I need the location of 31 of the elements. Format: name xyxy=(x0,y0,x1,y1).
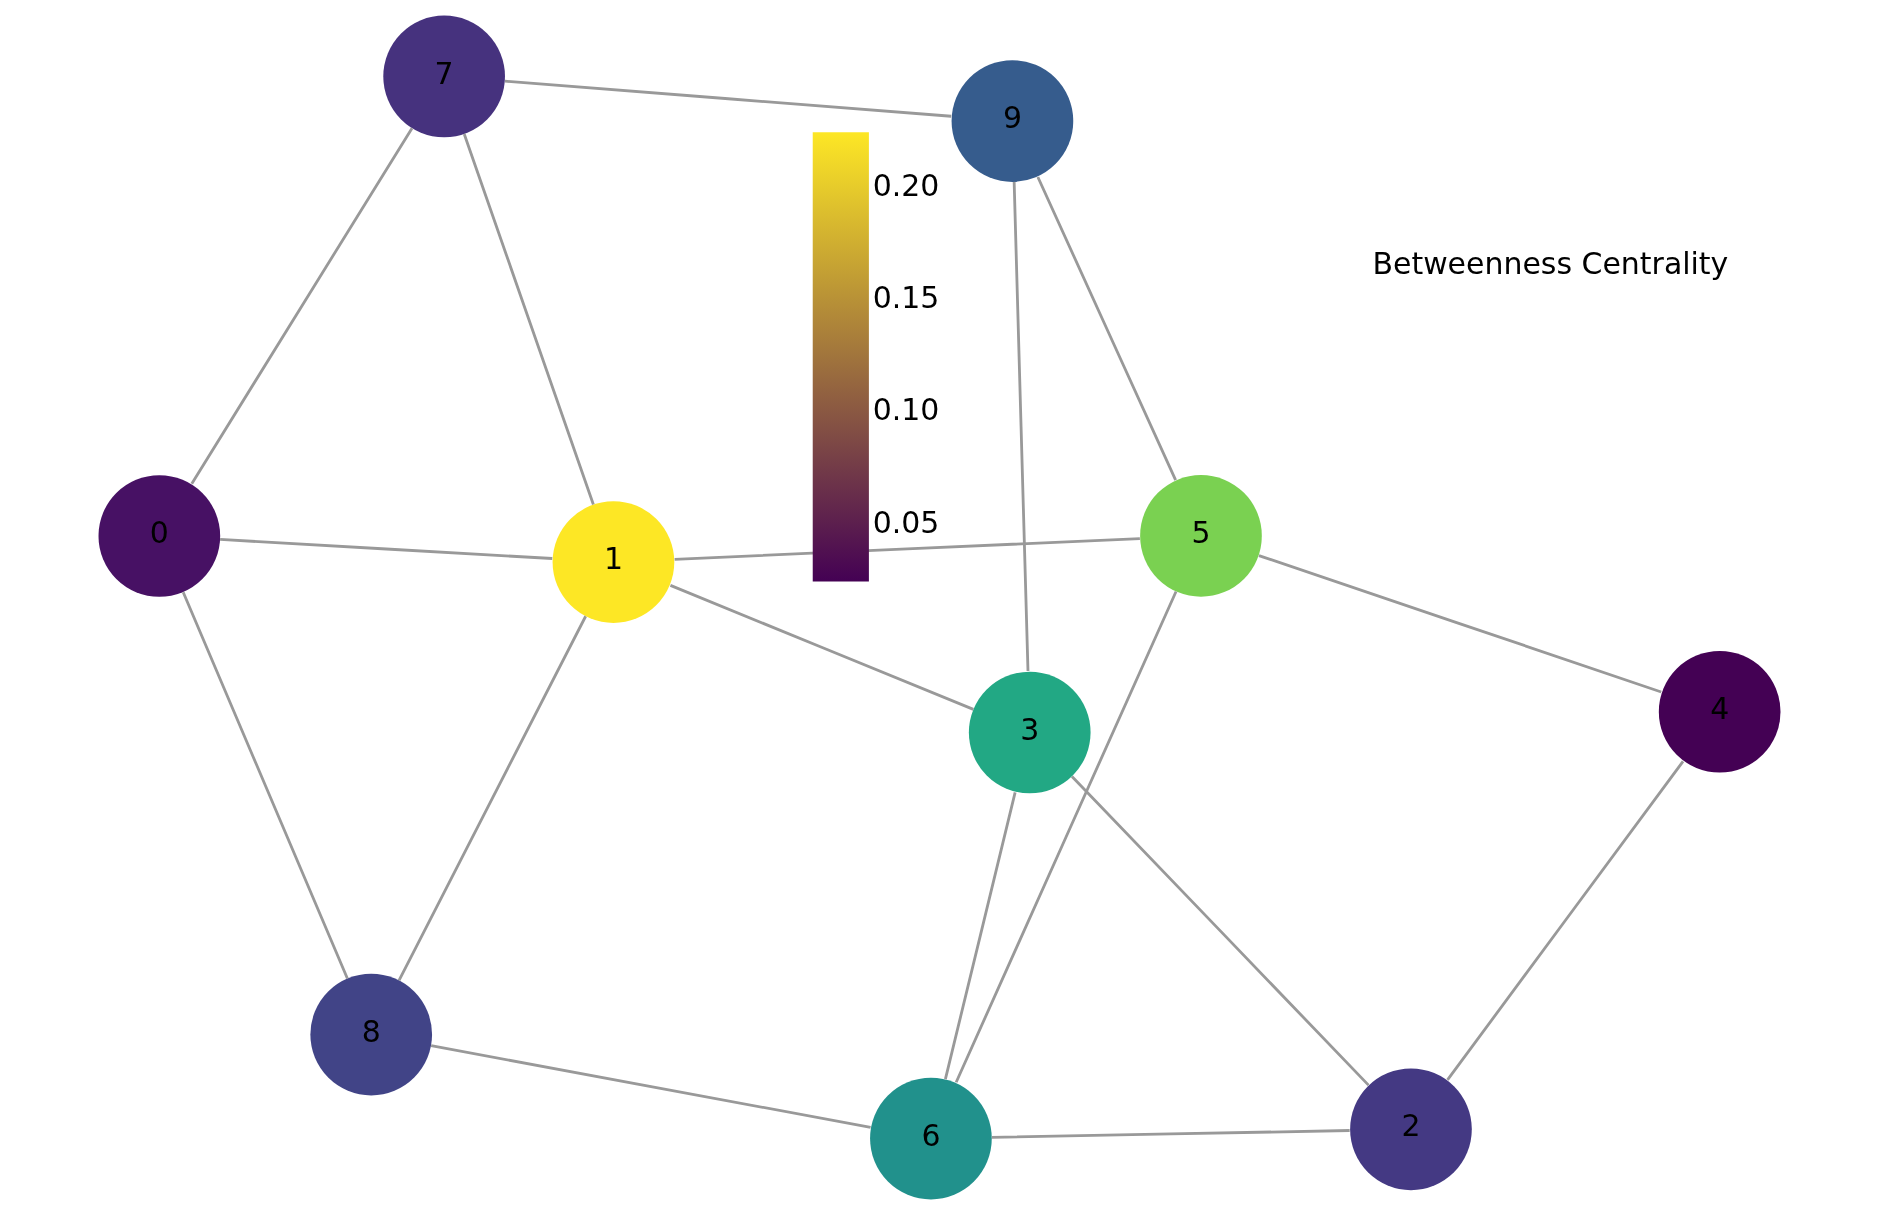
label: 0.20 xyxy=(872,167,940,203)
node-circle: 4 xyxy=(1658,650,1781,773)
connector xyxy=(220,538,553,560)
node-circle: 3 xyxy=(968,671,1091,794)
connector xyxy=(954,590,1178,1083)
connector xyxy=(991,1129,1350,1139)
connector xyxy=(1446,760,1685,1081)
node-circle: 8 xyxy=(310,973,433,1096)
connector xyxy=(1036,176,1177,481)
connector xyxy=(1070,775,1370,1087)
connector xyxy=(944,792,1017,1080)
node-circle: 6 xyxy=(870,1077,992,1200)
node-circle: 2 xyxy=(1350,1068,1472,1191)
label: Betweenness Centrality xyxy=(1372,246,1729,282)
connector xyxy=(462,133,595,505)
connector xyxy=(181,591,349,980)
connector xyxy=(504,79,952,118)
node-circle: 9 xyxy=(951,60,1074,182)
node-circle: 1 xyxy=(552,501,675,623)
connector xyxy=(190,127,414,485)
connector xyxy=(430,1044,871,1129)
connector xyxy=(669,584,974,711)
node-circle: 5 xyxy=(1140,475,1262,597)
node-circle: 0 xyxy=(98,475,221,597)
connector xyxy=(397,615,587,981)
label: 0.15 xyxy=(872,279,940,315)
connector xyxy=(1258,554,1662,694)
label: 0.10 xyxy=(872,392,940,428)
connector xyxy=(1012,181,1030,671)
label: 0.05 xyxy=(872,504,940,540)
node-circle: 7 xyxy=(383,15,505,138)
